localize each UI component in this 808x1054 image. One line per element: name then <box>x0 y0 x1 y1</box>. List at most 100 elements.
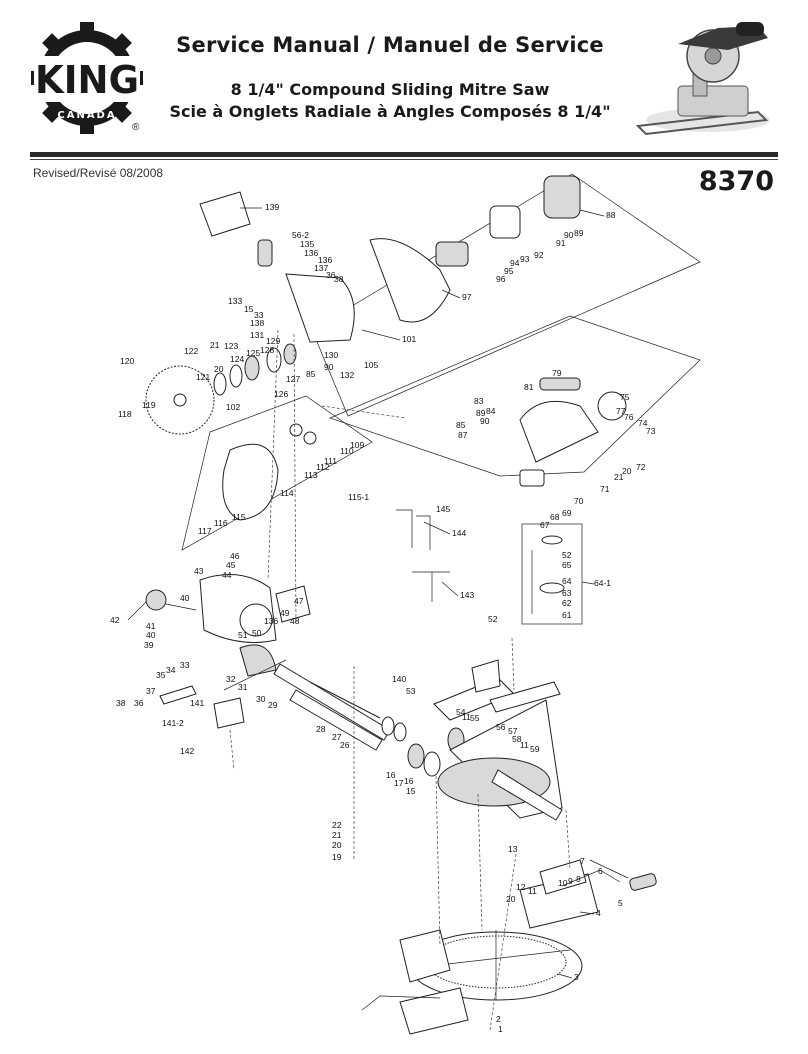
part-label: 141 <box>190 698 204 708</box>
part-label: 51 <box>238 630 248 640</box>
assembly-lines <box>229 329 571 1031</box>
part-label: 35 <box>156 670 166 680</box>
part-label: 21 <box>332 830 342 840</box>
part-label: 2 <box>496 1014 501 1024</box>
part-label: 136 <box>304 248 318 258</box>
part-label: 96 <box>496 274 506 284</box>
part-number-labels: 139 56-2 135 136 136 137 36 38 133 15 33… <box>110 202 656 1034</box>
part-label: 15 <box>406 786 416 796</box>
part-label: 89 <box>476 408 486 418</box>
part-label: 114 <box>280 488 294 498</box>
part-label: 17 <box>394 778 404 788</box>
part-label: 85 <box>306 369 316 379</box>
part-label: 11 <box>462 712 471 722</box>
part-label: 8 <box>576 874 581 884</box>
part-label: 141-2 <box>162 718 184 728</box>
exploded-parts-diagram: 139 56-2 135 136 136 137 36 38 133 15 33… <box>110 173 701 1035</box>
part-label: 44 <box>222 570 232 580</box>
tilt-bracket <box>199 574 311 643</box>
gear-icon <box>31 22 143 134</box>
brand-sub: CANADA <box>57 110 116 121</box>
part-label: 79 <box>552 368 562 378</box>
part-label: 88 <box>606 210 616 220</box>
header-rule-thin <box>30 159 778 160</box>
part-label: 21 <box>614 472 624 482</box>
motor-housing <box>420 175 581 270</box>
part-label: 29 <box>268 700 278 710</box>
part-label: 52 <box>562 550 572 560</box>
part-label: 11 <box>528 886 537 896</box>
part-label: 111 <box>324 456 337 466</box>
part-label: 43 <box>194 566 204 576</box>
part-label: 143 <box>460 590 474 600</box>
part-label: 39 <box>144 640 154 650</box>
part-label: 90 <box>480 416 490 426</box>
header-rule <box>30 152 778 157</box>
part-label: 131 <box>250 330 264 340</box>
part-label: 20 <box>332 840 342 850</box>
part-label: 55 <box>470 713 480 723</box>
part-label: 59 <box>530 744 540 754</box>
mitre-lock-handle <box>589 859 657 891</box>
part-label: 30 <box>256 694 266 704</box>
part-label: 130 <box>324 350 338 360</box>
part-label: 72 <box>636 462 646 472</box>
part-label: 16 <box>404 776 414 786</box>
part-label: 41 <box>146 621 156 631</box>
part-label: 36 <box>134 698 144 708</box>
part-label: 50 <box>252 628 262 638</box>
part-label: 70 <box>574 496 584 506</box>
part-label: 48 <box>290 616 300 626</box>
part-label: 15 <box>244 304 254 314</box>
part-label: 63 <box>562 588 572 598</box>
bevel-group-outline <box>329 315 701 477</box>
part-label: 75 <box>620 392 630 402</box>
part-label: 128 <box>260 345 274 355</box>
part-label: 13 <box>508 844 518 854</box>
part-label: 90 <box>564 230 574 240</box>
switch-part <box>257 239 273 267</box>
part-label: 45 <box>226 560 236 570</box>
part-label: 123 <box>224 341 238 351</box>
part-label: 36 <box>326 270 336 280</box>
part-label: 37 <box>146 686 156 696</box>
part-label: 135 <box>300 239 314 249</box>
hold-down-clamp <box>531 535 565 614</box>
part-label: 137 <box>314 263 328 273</box>
part-label: 10 <box>558 878 568 888</box>
registered-mark: ® <box>132 122 140 133</box>
mitre-saw-product-image <box>635 22 770 136</box>
model-number: 8370 <box>698 166 774 197</box>
part-label: 126 <box>274 389 288 399</box>
part-label: 40 <box>180 593 190 603</box>
rail-bushings <box>381 716 465 777</box>
part-label: 73 <box>646 426 656 436</box>
page-title: Service Manual / Manuel de Service <box>176 33 604 57</box>
part-label: 85 <box>456 420 466 430</box>
subtitle-french: Scie à Onglets Radiale à Angles Composés… <box>169 102 611 121</box>
bevel-knob <box>145 589 197 611</box>
part-label: 119 <box>142 400 156 410</box>
motor-group-outline <box>311 173 701 417</box>
part-label: 101 <box>402 334 416 344</box>
part-label: 90 <box>324 362 334 372</box>
part-label: 22 <box>332 820 342 830</box>
arbor-parts <box>213 343 297 396</box>
part-label: 47 <box>294 596 304 606</box>
lower-guard-group-outline <box>181 395 373 551</box>
part-label: 34 <box>166 665 176 675</box>
leader-lines <box>127 207 605 979</box>
part-label: 142 <box>180 746 194 756</box>
subtitle-english: 8 1/4" Compound Sliding Mitre Saw <box>230 80 550 99</box>
part-label: 115-1 <box>348 492 369 502</box>
part-label: 19 <box>332 852 342 862</box>
part-label: 5 <box>618 898 623 908</box>
part-label: 121 <box>196 372 210 382</box>
part-label: 112 <box>316 462 330 472</box>
brand-name: KING <box>35 58 139 102</box>
part-label: 113 <box>304 470 318 480</box>
part-label: 21 <box>210 340 220 350</box>
part-label: 38 <box>116 698 126 708</box>
part-label: 87 <box>458 430 468 440</box>
